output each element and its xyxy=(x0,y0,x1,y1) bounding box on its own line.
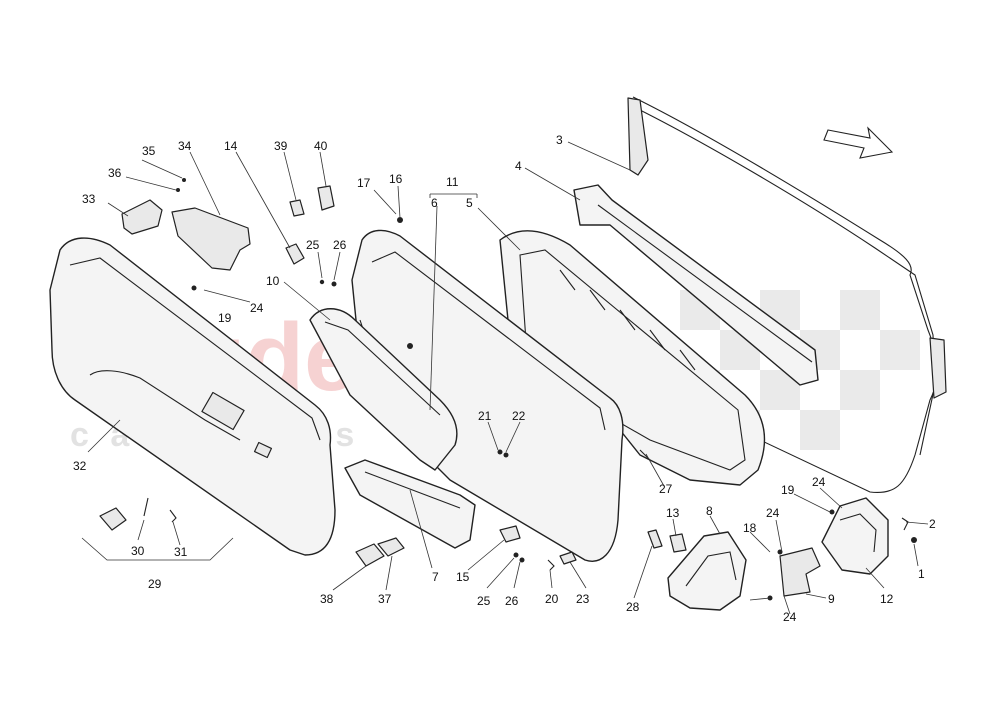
part-labels: 1 2 3 4 5 6 7 8 9 10 11 12 13 14 15 16 1… xyxy=(73,133,936,624)
label-6: 6 xyxy=(431,196,438,210)
label-18: 18 xyxy=(743,521,757,535)
label-36: 36 xyxy=(108,166,122,180)
part-13-clip xyxy=(669,533,687,553)
label-17: 17 xyxy=(357,176,371,190)
label-2: 2 xyxy=(929,517,936,531)
part-8-lower-trim xyxy=(667,531,747,611)
label-23: 23 xyxy=(576,592,590,606)
part-40-clip xyxy=(317,185,335,211)
label-20: 20 xyxy=(545,592,559,606)
label-11: 11 xyxy=(446,175,459,189)
part-23-clip xyxy=(559,551,577,565)
part-33-bracket xyxy=(121,199,163,235)
label-24-upper-right: 24 xyxy=(812,475,826,489)
label-38: 38 xyxy=(320,592,334,606)
label-35: 35 xyxy=(142,144,156,158)
part-37-switch xyxy=(377,537,405,557)
part-28-clip xyxy=(647,529,663,549)
part-6-door-panel xyxy=(351,229,624,562)
part-3-seal-clip xyxy=(929,337,947,399)
label-19-left: 19 xyxy=(218,311,232,325)
part-24-screw-a xyxy=(777,549,783,555)
part-15-clip xyxy=(499,525,521,543)
part-16-screw xyxy=(397,217,403,223)
label-3: 3 xyxy=(556,133,563,147)
part-26-nut-upper xyxy=(331,281,337,287)
part-26-nut-lower xyxy=(519,557,525,563)
part-30-switch-cap xyxy=(99,507,127,531)
label-1: 1 xyxy=(918,567,925,581)
part-38-switch xyxy=(355,543,385,567)
part-35-screw xyxy=(182,178,186,182)
label-21: 21 xyxy=(478,409,492,423)
part-22-nut xyxy=(503,452,509,458)
label-31: 31 xyxy=(174,545,188,559)
part-4-upper-rail xyxy=(573,184,819,386)
part-39-clip xyxy=(289,199,305,217)
part-2-clip xyxy=(901,517,909,531)
label-5: 5 xyxy=(466,196,473,210)
label-14: 14 xyxy=(224,139,238,153)
label-26-lower: 26 xyxy=(505,594,519,608)
label-30: 30 xyxy=(131,544,145,558)
part-25-screw-upper xyxy=(319,279,325,285)
label-26-upper: 26 xyxy=(333,238,347,252)
part-25-screw-lower xyxy=(513,552,519,558)
part-31-clip xyxy=(169,509,177,523)
part-9-mechanism-bracket xyxy=(779,547,821,597)
part-3-window-seal xyxy=(632,96,938,494)
part-3-seal-corner xyxy=(627,97,649,176)
label-40: 40 xyxy=(314,139,328,153)
part-32-handle xyxy=(253,441,273,459)
part-21-screw xyxy=(497,449,503,455)
part-34-mounting-bracket xyxy=(171,207,251,271)
part-14-switch xyxy=(285,243,305,265)
part-19-screw-left xyxy=(191,285,197,291)
label-29: 29 xyxy=(148,577,162,591)
label-10: 10 xyxy=(266,274,280,288)
label-32: 32 xyxy=(73,459,87,473)
part-17-screw xyxy=(407,343,413,349)
label-34: 34 xyxy=(178,139,192,153)
label-27: 27 xyxy=(659,482,673,496)
part-32-door-trim-panel xyxy=(49,237,336,556)
label-33: 33 xyxy=(82,192,96,206)
part-20-clip xyxy=(547,559,555,571)
label-24-lower-right: 24 xyxy=(783,610,797,624)
label-24-mid-right: 24 xyxy=(766,506,780,520)
part-1-screw xyxy=(911,537,917,543)
label-37: 37 xyxy=(378,592,392,606)
part-5-inner-door-frame xyxy=(499,230,766,486)
part-32-switch-panel xyxy=(201,391,245,431)
label-28: 28 xyxy=(626,600,640,614)
label-12: 12 xyxy=(880,592,894,606)
label-7: 7 xyxy=(432,570,439,584)
label-25-upper: 25 xyxy=(306,238,320,252)
label-39: 39 xyxy=(274,139,288,153)
part-7-door-pocket xyxy=(344,459,476,549)
label-25-lower: 25 xyxy=(477,594,491,608)
label-24-left: 24 xyxy=(250,301,264,315)
direction-arrow-icon xyxy=(823,126,894,159)
label-19-right: 19 xyxy=(781,483,795,497)
label-9: 9 xyxy=(828,592,835,606)
part-10-armrest-seal xyxy=(309,308,458,471)
label-13: 13 xyxy=(666,506,680,520)
label-4: 4 xyxy=(515,159,522,173)
label-22: 22 xyxy=(512,409,526,423)
part-36-washer xyxy=(176,188,180,192)
label-16: 16 xyxy=(389,172,403,186)
label-8: 8 xyxy=(706,504,713,518)
part-19-screw-right xyxy=(829,509,835,515)
label-15: 15 xyxy=(456,570,470,584)
part-30-screw xyxy=(143,497,149,517)
part-12-lock-mechanism xyxy=(821,497,889,575)
leader-lines xyxy=(81,141,929,615)
